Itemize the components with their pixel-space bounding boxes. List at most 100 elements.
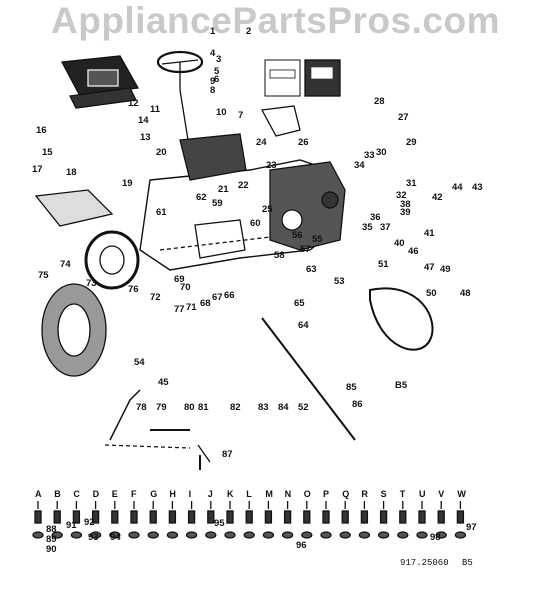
washer-icon: [147, 531, 159, 539]
washer-icon: [339, 531, 351, 539]
part-label-59: 59: [212, 198, 223, 209]
hardware-key-C: C: [73, 489, 80, 499]
part-label-62: 62: [196, 192, 207, 203]
panel-drawing: [260, 105, 301, 137]
part-label-25: 25: [262, 204, 273, 215]
part-label-53: 53: [334, 276, 345, 287]
part-label-94: 94: [110, 532, 121, 543]
part-label-14: 14: [138, 115, 149, 126]
footpad-drawing: [34, 189, 114, 227]
hardware-key-A: A: [35, 489, 42, 499]
part-label-36: 36: [370, 212, 381, 223]
part-label-22: 22: [238, 180, 249, 191]
washer-icon: [243, 531, 255, 539]
washer-icon: [205, 531, 217, 539]
hardware-key-J: J: [208, 489, 213, 499]
bolt-icon: [72, 510, 81, 524]
part-label-18: 18: [66, 167, 77, 178]
bolt-icon: [456, 510, 465, 524]
part-label-95: 95: [214, 518, 225, 529]
bolt-icon: [322, 510, 330, 524]
bolt-icon: [130, 510, 138, 524]
part-label-34: 34: [354, 160, 365, 171]
washer-icon: [281, 531, 294, 539]
part-label-2: 2: [246, 26, 251, 37]
washer-icon: [454, 531, 467, 539]
part-label-33: 33: [364, 150, 375, 161]
hardware-key-M: M: [265, 489, 273, 499]
part-label-73: 73: [86, 278, 97, 289]
part-label-6: 6: [214, 74, 219, 85]
hardware-key-D: D: [93, 489, 100, 499]
shaft-drawing: [261, 317, 356, 441]
part-label-71: 71: [186, 302, 197, 313]
hardware-key-P: P: [323, 489, 329, 499]
bolt-icon: [226, 510, 234, 524]
part-label-39: 39: [400, 207, 411, 218]
part-label-72: 72: [150, 292, 161, 303]
washer-icon: [377, 531, 390, 539]
part-label-54: 54: [134, 357, 145, 368]
part-label-79: 79: [156, 402, 167, 413]
bolt-icon: [245, 510, 253, 524]
part-label-38: 38: [400, 199, 411, 210]
page-code: B5: [462, 558, 473, 568]
part-label-56: 56: [292, 230, 303, 241]
part-label-70: 70: [180, 282, 191, 293]
part-label-74: 74: [60, 259, 71, 270]
bolt-icon: [34, 510, 42, 524]
part-label-44: 44: [452, 182, 463, 193]
drawing-number: 917.25060: [400, 558, 449, 568]
part-label-89: 89: [46, 534, 57, 545]
bolt-icon: [168, 510, 177, 524]
washer-icon: [416, 531, 428, 539]
part-label-10: 10: [216, 107, 227, 118]
part-label-45: 45: [158, 377, 169, 388]
part-label-17: 17: [32, 164, 43, 175]
part-label-52: 52: [298, 402, 309, 413]
decal-drawing: [264, 59, 341, 97]
part-label-35: 35: [362, 222, 373, 233]
seat-drawing: [60, 55, 140, 109]
hardware-key-L: L: [246, 489, 252, 499]
bolt-icon: [379, 510, 388, 524]
part-label-3: 3: [216, 54, 221, 65]
part-label-85: 85: [346, 382, 357, 393]
linkage-drawing: [104, 389, 211, 470]
part-label-67: 67: [212, 292, 223, 303]
part-label-88: 88: [46, 524, 57, 535]
bolt-icon: [341, 510, 349, 524]
part-label-32: 32: [396, 190, 407, 201]
part-label-60: 60: [250, 218, 261, 229]
watermark: AppliancePartsPros.com: [51, 0, 500, 41]
part-label-4: 4: [210, 48, 216, 59]
belt-drawing: [369, 287, 434, 351]
section-marker: B5: [395, 380, 408, 391]
hardware-key-W: W: [457, 489, 466, 499]
transmission-drawing: [269, 161, 346, 251]
part-label-91: 91: [66, 520, 77, 531]
part-label-57: 57: [300, 244, 311, 255]
part-label-93: 93: [88, 532, 99, 543]
bolt-icon: [111, 510, 119, 524]
part-label-13: 13: [140, 132, 151, 143]
bolt-icon: [91, 510, 100, 524]
part-label-50: 50: [426, 288, 437, 299]
hardware-key-T: T: [400, 489, 406, 499]
part-label-11: 11: [150, 104, 161, 115]
part-label-81: 81: [198, 402, 209, 413]
part-label-20: 20: [156, 147, 167, 158]
part-label-58: 58: [274, 250, 285, 261]
hardware-key-Q: Q: [342, 489, 349, 499]
hardware-key-B: B: [54, 489, 61, 499]
part-label-87: 87: [222, 449, 233, 460]
part-label-26: 26: [298, 137, 309, 148]
part-label-65: 65: [294, 298, 305, 309]
part-label-76: 76: [128, 284, 139, 295]
hardware-key-N: N: [285, 489, 292, 499]
washer-icon: [70, 531, 83, 539]
bolt-icon: [360, 510, 369, 524]
part-label-96: 96: [296, 540, 307, 551]
